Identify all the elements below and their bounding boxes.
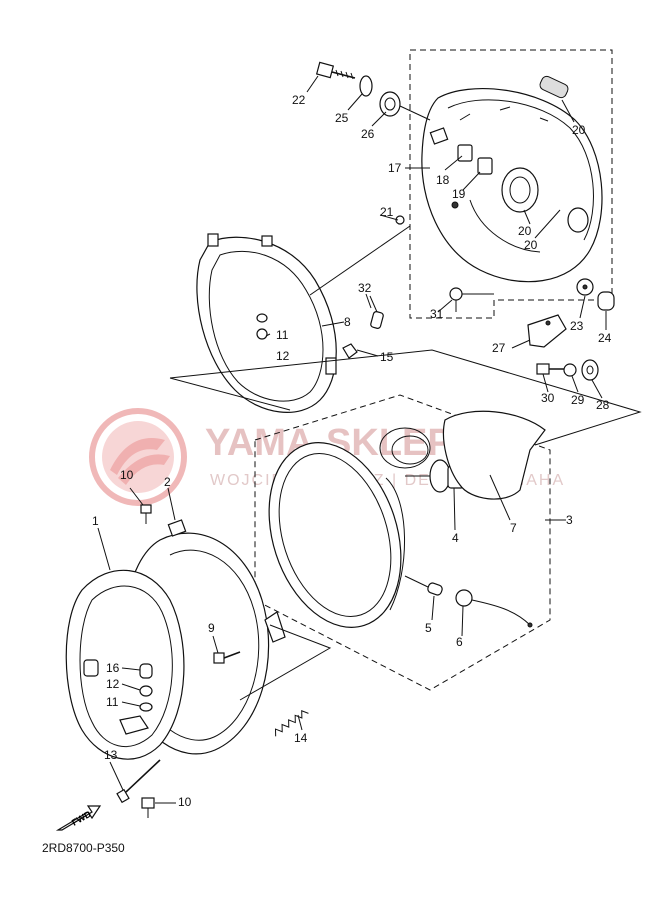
part-label-13: 13	[104, 748, 118, 762]
fwd-label: FWD	[70, 809, 93, 828]
part-label-17: 17	[388, 161, 402, 175]
part-label-24: 24	[598, 331, 612, 345]
part-label-15: 15	[380, 350, 394, 364]
part-label-4: 4	[452, 531, 459, 545]
diagram-code: 2RD8700-P350	[42, 841, 125, 855]
part-label-20: 20	[572, 123, 586, 137]
part-label-12: 12	[276, 349, 290, 363]
housing-hardware	[315, 61, 615, 381]
part-label-1: 1	[92, 514, 99, 528]
part-label-27: 27	[492, 341, 506, 355]
part-label-21: 21	[380, 205, 394, 219]
part-label-9: 9	[208, 621, 215, 635]
part-label-14: 14	[294, 731, 308, 745]
part-label-30: 30	[541, 391, 555, 405]
part-label-26: 26	[361, 127, 375, 141]
rim-and-case	[65, 504, 332, 818]
part-label-11: 11	[276, 328, 289, 342]
part-label-29: 29	[571, 393, 585, 407]
fwd-arrow-icon: FWD	[55, 805, 102, 831]
part-label-32: 32	[358, 281, 372, 295]
leader-lines	[97, 75, 607, 804]
part-label-7: 7	[510, 521, 517, 535]
watermark-logo-icon	[89, 408, 187, 506]
part-label-20: 20	[518, 224, 532, 238]
part-label-23: 23	[570, 319, 584, 333]
part-label-18: 18	[436, 173, 450, 187]
part-label-11: 11	[106, 695, 119, 709]
part-label-31: 31	[430, 307, 444, 321]
part-label-3: 3	[566, 513, 573, 527]
part-label-2: 2	[164, 475, 171, 489]
part-label-16: 16	[106, 661, 120, 675]
part-label-6: 6	[456, 635, 463, 649]
part-label-28: 28	[596, 398, 610, 412]
mounting-ring	[196, 225, 411, 413]
part-label-20: 20	[524, 238, 538, 252]
part-label-10: 10	[120, 468, 134, 482]
headlight-unit	[169, 349, 642, 691]
part-label-10: 10	[178, 795, 192, 809]
part-label-19: 19	[452, 187, 466, 201]
part-label-25: 25	[335, 111, 349, 125]
part-label-22: 22	[292, 93, 306, 107]
part-labels: 22 25 26 20 17 18 19 20 20 21 23 24 27 2…	[92, 93, 612, 809]
part-label-12: 12	[106, 677, 120, 691]
part-label-8: 8	[344, 315, 351, 329]
part-label-5: 5	[425, 621, 432, 635]
